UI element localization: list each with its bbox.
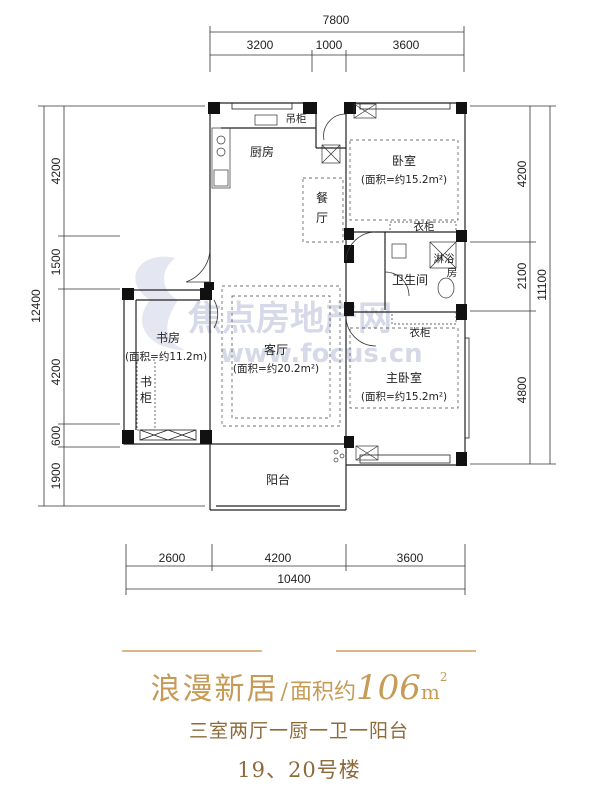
dining-table-zone xyxy=(302,177,344,243)
title-rule-left xyxy=(122,650,262,652)
right-total-dim: 11100 xyxy=(535,269,549,301)
top-total-dim: 7800 xyxy=(323,13,350,27)
bedroom-bed-zone xyxy=(349,139,459,221)
fixtures xyxy=(136,103,457,463)
stove-icon xyxy=(216,135,226,145)
stove-icon-2 xyxy=(216,147,226,157)
living-zone xyxy=(221,285,341,427)
dashed-zones xyxy=(221,139,459,427)
title-unit: m xyxy=(420,680,440,704)
title-area-label: 面积约 xyxy=(289,680,356,705)
sink-icon xyxy=(213,169,229,187)
bottom-total-dim: 10400 xyxy=(277,572,311,586)
top-dim-2: 1000 xyxy=(316,38,343,52)
plan-subtitle: 三室两厅一厨一卫一阳台 xyxy=(188,720,409,742)
study-area: (面积=约11.2m) xyxy=(125,350,207,363)
left-dimension-lines xyxy=(38,105,205,507)
balcony-label: 阳台 xyxy=(266,472,290,487)
title-separator: / xyxy=(280,680,288,705)
right-dimension-lines xyxy=(470,105,556,465)
title-rule-right xyxy=(336,650,476,652)
master-bed-zone xyxy=(349,327,459,409)
bookcase-label-1: 书 xyxy=(140,375,152,389)
shower-icon xyxy=(429,241,457,269)
top-dimension-lines xyxy=(209,26,465,72)
kitchen-door-icon xyxy=(323,113,347,141)
wardrobe-bottom-label: 衣柜 xyxy=(410,326,431,339)
watermark: 焦点房地产网 www.focus.cn xyxy=(135,256,423,369)
right-dim-2: 2100 xyxy=(515,262,529,289)
building-number: 19、20号楼 xyxy=(237,758,361,782)
living-area: (面积=约20.2m²) xyxy=(233,362,319,375)
top-dim-1: 3200 xyxy=(247,38,274,52)
floor-plan: 焦点房地产网 www.focus.cn 7800 3200 1000 3600 … xyxy=(29,13,556,595)
bathroom-label: 卫生间 xyxy=(392,273,428,287)
bottom-dimension-lines xyxy=(125,544,466,595)
bedroom-door-icon xyxy=(345,231,377,261)
title-unit-sup: 2 xyxy=(439,670,448,684)
title-main: 浪漫新居 xyxy=(150,672,279,707)
left-dim-2: 1500 xyxy=(49,248,63,275)
right-dim-1: 4200 xyxy=(515,160,529,187)
left-total-dim: 12400 xyxy=(29,289,43,323)
bath-door-icon xyxy=(384,271,410,297)
master-bedroom-label: 主卧室 xyxy=(386,370,422,385)
dining-label-1: 餐 xyxy=(316,190,328,205)
wardrobe-top-label: 衣柜 xyxy=(414,220,435,233)
master-bedroom-area: (面积=约15.2m²) xyxy=(361,390,447,403)
watermark-url: www.focus.cn xyxy=(220,339,423,369)
window-crosses xyxy=(139,429,197,441)
watermark-logo-icon xyxy=(135,256,185,350)
entry-door-icon xyxy=(185,249,211,283)
hanging-cabinet-label: 吊柜 xyxy=(286,112,307,125)
bedroom-area: (面积=约15.2m²) xyxy=(361,173,447,186)
watermark-cn: 焦点房地产网 xyxy=(188,299,392,339)
study-door-icon xyxy=(213,299,219,329)
shower-label-2: 房 xyxy=(447,266,458,279)
right-dim-3: 4800 xyxy=(515,376,529,403)
dining-label-2: 厅 xyxy=(316,211,328,225)
master-door-icon xyxy=(345,315,377,347)
fridge-icon xyxy=(321,144,341,164)
living-label: 客厅 xyxy=(264,342,288,357)
left-dim-5: 1900 xyxy=(49,462,63,489)
bottom-dim-1: 2600 xyxy=(159,551,186,565)
plan-title: 浪漫新居/面积约106m2 xyxy=(0,664,598,708)
left-dim-4: 600 xyxy=(49,426,63,446)
study-label: 书房 xyxy=(156,330,180,345)
basin-icon xyxy=(391,243,407,259)
doors xyxy=(185,113,410,347)
bookcase-label-2: 柜 xyxy=(140,391,152,405)
left-dim-1: 4200 xyxy=(49,157,63,184)
wall-columns xyxy=(122,102,467,466)
left-dim-3: 4200 xyxy=(49,358,63,385)
title-area-value: 106 xyxy=(355,668,421,708)
bottom-dim-3: 3600 xyxy=(397,551,424,565)
top-dim-3: 3600 xyxy=(393,38,420,52)
kitchen-label: 厨房 xyxy=(250,144,274,159)
shower-label-1: 淋浴 xyxy=(434,252,455,265)
toilet-icon xyxy=(437,277,455,299)
bottom-dim-2: 4200 xyxy=(265,551,292,565)
bedroom-label: 卧室 xyxy=(392,153,416,168)
